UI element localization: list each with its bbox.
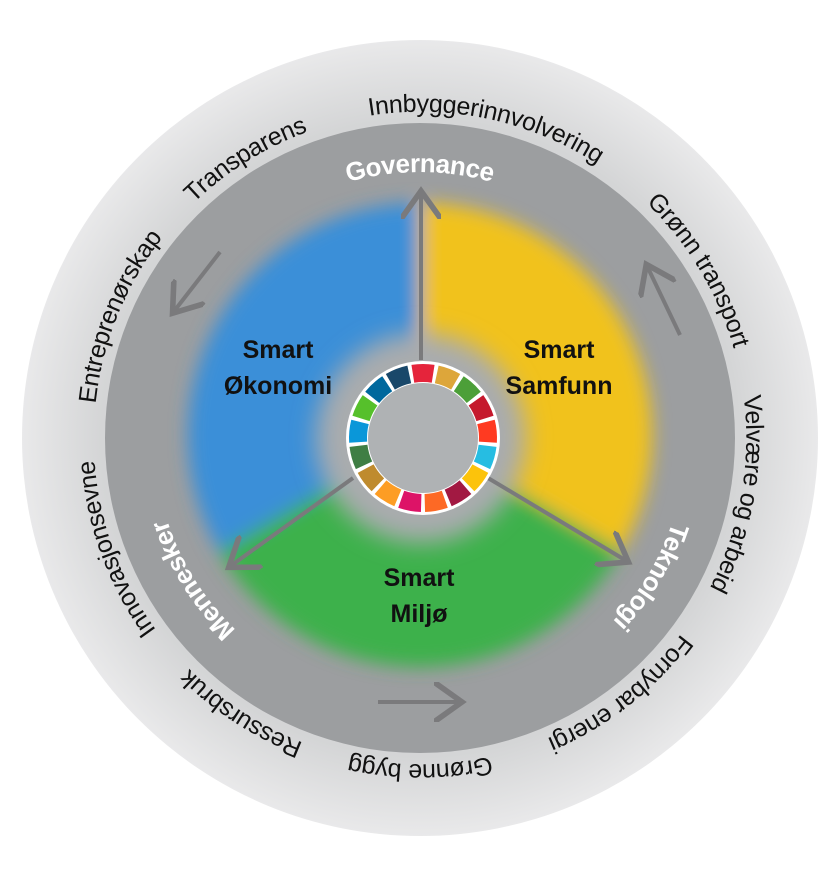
sector-label-samfunn-2: Samfunn xyxy=(506,372,613,400)
sdg-goal-12-icon xyxy=(357,464,385,492)
sdg-goal-5-icon xyxy=(477,419,497,443)
sdg-center xyxy=(368,383,478,493)
sector-label-okonomi-1: Smart xyxy=(243,336,315,364)
sdg-goal-15-icon xyxy=(352,395,378,422)
sector-label-okonomi-2: Økonomi xyxy=(224,372,332,400)
sdg-goal-4-icon xyxy=(468,395,494,422)
sdg-goal-2-icon xyxy=(434,365,461,390)
arrow-mennesker xyxy=(232,476,355,565)
sector-label-samfunn-1: Smart xyxy=(524,336,596,364)
sdg-goal-13-icon xyxy=(349,444,373,470)
sdg-goal-14-icon xyxy=(349,419,369,443)
sdg-goal-1-icon xyxy=(411,364,435,383)
arrows xyxy=(175,195,682,702)
sdg-goal-17-icon xyxy=(385,365,412,390)
arrow-teknologi xyxy=(486,476,625,560)
sdg-goal-8-icon xyxy=(444,480,472,507)
sector-labels: Smart Økonomi Smart Samfunn Smart Miljø xyxy=(224,336,613,628)
sdg-goal-9-icon xyxy=(424,490,448,512)
sector-label-miljo-2: Miljø xyxy=(391,600,449,628)
sector-label-miljo-1: Smart xyxy=(384,564,456,592)
sector-miljo xyxy=(219,435,621,667)
sdg-goal-7-icon xyxy=(461,464,489,492)
sdg-goal-10-icon xyxy=(398,490,422,512)
sdg-goal-6-icon xyxy=(473,444,497,470)
cycle-arrow-left xyxy=(175,250,222,310)
sdg-goal-11-icon xyxy=(374,480,402,507)
cycle-arrow-right xyxy=(648,268,682,336)
sdg-goal-3-icon xyxy=(453,376,481,404)
sdg-goal-16-icon xyxy=(365,376,393,404)
sdg-wheel xyxy=(346,361,500,515)
